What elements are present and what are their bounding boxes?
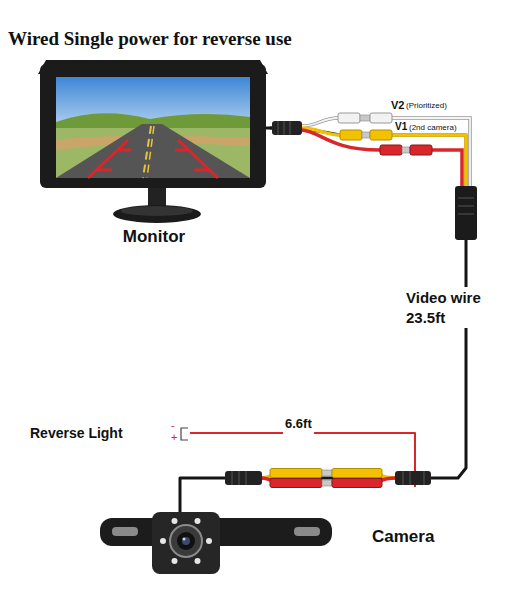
camera-illustration-part bbox=[172, 558, 178, 564]
rca-splitter bbox=[302, 113, 477, 240]
camera-illustration-part bbox=[112, 527, 138, 536]
camera-harness-part bbox=[270, 469, 322, 478]
monitor-illustration bbox=[38, 60, 302, 223]
camera-illustration-part bbox=[160, 538, 166, 544]
rca-splitter-part bbox=[362, 132, 370, 138]
component-caption: Reverse Light bbox=[30, 426, 123, 440]
camera-harness-part bbox=[232, 471, 246, 485]
camera-illustration-part bbox=[195, 518, 201, 524]
camera-illustration-part bbox=[177, 532, 195, 550]
camera-harness-part bbox=[395, 471, 431, 485]
camera-illustration bbox=[100, 487, 332, 574]
camera-harness-part bbox=[270, 479, 322, 488]
rca-splitter-part bbox=[402, 147, 410, 153]
polarity-sign: + bbox=[171, 432, 177, 443]
rca-splitter-part bbox=[392, 118, 470, 186]
rca-splitter-part bbox=[432, 150, 462, 186]
monitor-illustration-part bbox=[121, 206, 193, 216]
monitor-illustration-part bbox=[40, 64, 266, 188]
rca-splitter-part bbox=[360, 115, 370, 121]
rca-splitter-part bbox=[455, 186, 477, 240]
camera-node: Camera bbox=[95, 487, 455, 582]
camera-illustration-part bbox=[182, 537, 190, 545]
monitor-illustration-part bbox=[56, 124, 250, 178]
camera-illustration-part bbox=[294, 527, 320, 536]
polarity-sign: - bbox=[171, 420, 175, 431]
camera-illustration-part bbox=[170, 525, 202, 557]
camera-illustration-part bbox=[183, 538, 186, 541]
channel-note: (Prioritized) bbox=[406, 102, 447, 110]
monitor-illustration-part bbox=[278, 121, 290, 135]
reverse-light-bracket-part bbox=[181, 428, 188, 440]
camera-harness-part bbox=[403, 471, 424, 485]
camera-harness-part bbox=[322, 480, 332, 486]
monitor-illustration-part bbox=[147, 126, 154, 178]
monitor-illustration-part bbox=[272, 121, 302, 135]
rca-splitter-part bbox=[302, 130, 380, 150]
camera-harness-part bbox=[322, 470, 332, 476]
monitor-illustration-part bbox=[56, 77, 250, 178]
wire-length-label: 6.6ft bbox=[283, 415, 314, 434]
camera-illustration-part bbox=[172, 518, 178, 524]
camera-harness bbox=[225, 469, 431, 488]
channel-name: V1 bbox=[395, 122, 407, 132]
channel-name: V2 bbox=[391, 100, 404, 111]
rca-splitter-part bbox=[410, 145, 432, 155]
monitor-illustration-part bbox=[96, 150, 210, 170]
rca-splitter-part bbox=[340, 130, 362, 140]
rca-splitter-part bbox=[370, 113, 392, 123]
camera-harness-part bbox=[225, 471, 262, 485]
monitor-illustration-part bbox=[266, 127, 272, 130]
power-wire bbox=[190, 433, 415, 487]
component-caption: Camera bbox=[372, 528, 434, 545]
camera-illustration-part bbox=[179, 487, 182, 512]
rca-splitter-part bbox=[338, 113, 360, 123]
camera-harness-part bbox=[332, 479, 382, 488]
monitor-illustration-part bbox=[88, 140, 218, 178]
camera-illustration-part bbox=[195, 558, 201, 564]
camera-illustration-part bbox=[152, 512, 220, 574]
camera-harness-part bbox=[332, 469, 382, 478]
monitor-illustration-part bbox=[113, 205, 201, 223]
rca-splitter-part bbox=[380, 145, 402, 155]
rca-splitter-part bbox=[302, 118, 338, 126]
rca-splitter-part bbox=[458, 198, 474, 214]
reverse-light-node: Reverse Light -+ bbox=[30, 421, 190, 447]
diagram-title: Wired Single power for reverse use bbox=[8, 29, 292, 48]
rca-splitter-part bbox=[392, 135, 466, 186]
component-caption: Monitor bbox=[123, 228, 185, 245]
channel-note: (2nd camera) bbox=[409, 124, 457, 132]
rca-splitter-part bbox=[370, 130, 392, 140]
wire-length-label: Video wire 23.5ft bbox=[404, 287, 502, 328]
rca-splitter-part bbox=[392, 118, 470, 186]
reverse-light-bracket bbox=[181, 428, 188, 440]
monitor-node: Monitor bbox=[38, 52, 270, 252]
rca-splitter-part bbox=[302, 118, 338, 126]
camera-illustration-part bbox=[206, 538, 212, 544]
